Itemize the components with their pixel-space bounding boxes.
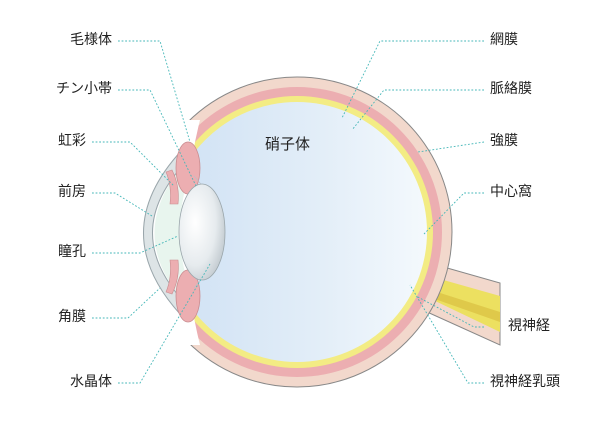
iris-upper <box>165 169 179 205</box>
label-fovea: 中心窩 <box>490 184 532 200</box>
leader-lines <box>92 40 485 384</box>
iris-lower <box>165 259 179 295</box>
label-pupil: 瞳孔 <box>58 244 86 260</box>
label-cornea: 角膜 <box>58 309 86 325</box>
label-zonule: チン小帯 <box>56 81 112 97</box>
label-lens: 水晶体 <box>70 374 112 390</box>
label-vitreous: 硝子体 <box>265 135 311 153</box>
vitreous-body <box>167 102 427 362</box>
label-retina: 網膜 <box>490 32 518 48</box>
label-optic-nerve: 視神経 <box>508 318 550 334</box>
anterior-chamber-fill <box>154 160 190 304</box>
label-sclera: 強膜 <box>490 133 518 149</box>
label-choroid: 脈絡膜 <box>490 81 532 97</box>
label-optic-disc: 視神経乳頭 <box>490 374 560 390</box>
label-ciliary-body: 毛様体 <box>70 32 112 48</box>
label-iris: 虹彩 <box>58 133 86 149</box>
label-anterior-chamber: 前房 <box>58 184 86 200</box>
lens-shape <box>178 183 226 281</box>
